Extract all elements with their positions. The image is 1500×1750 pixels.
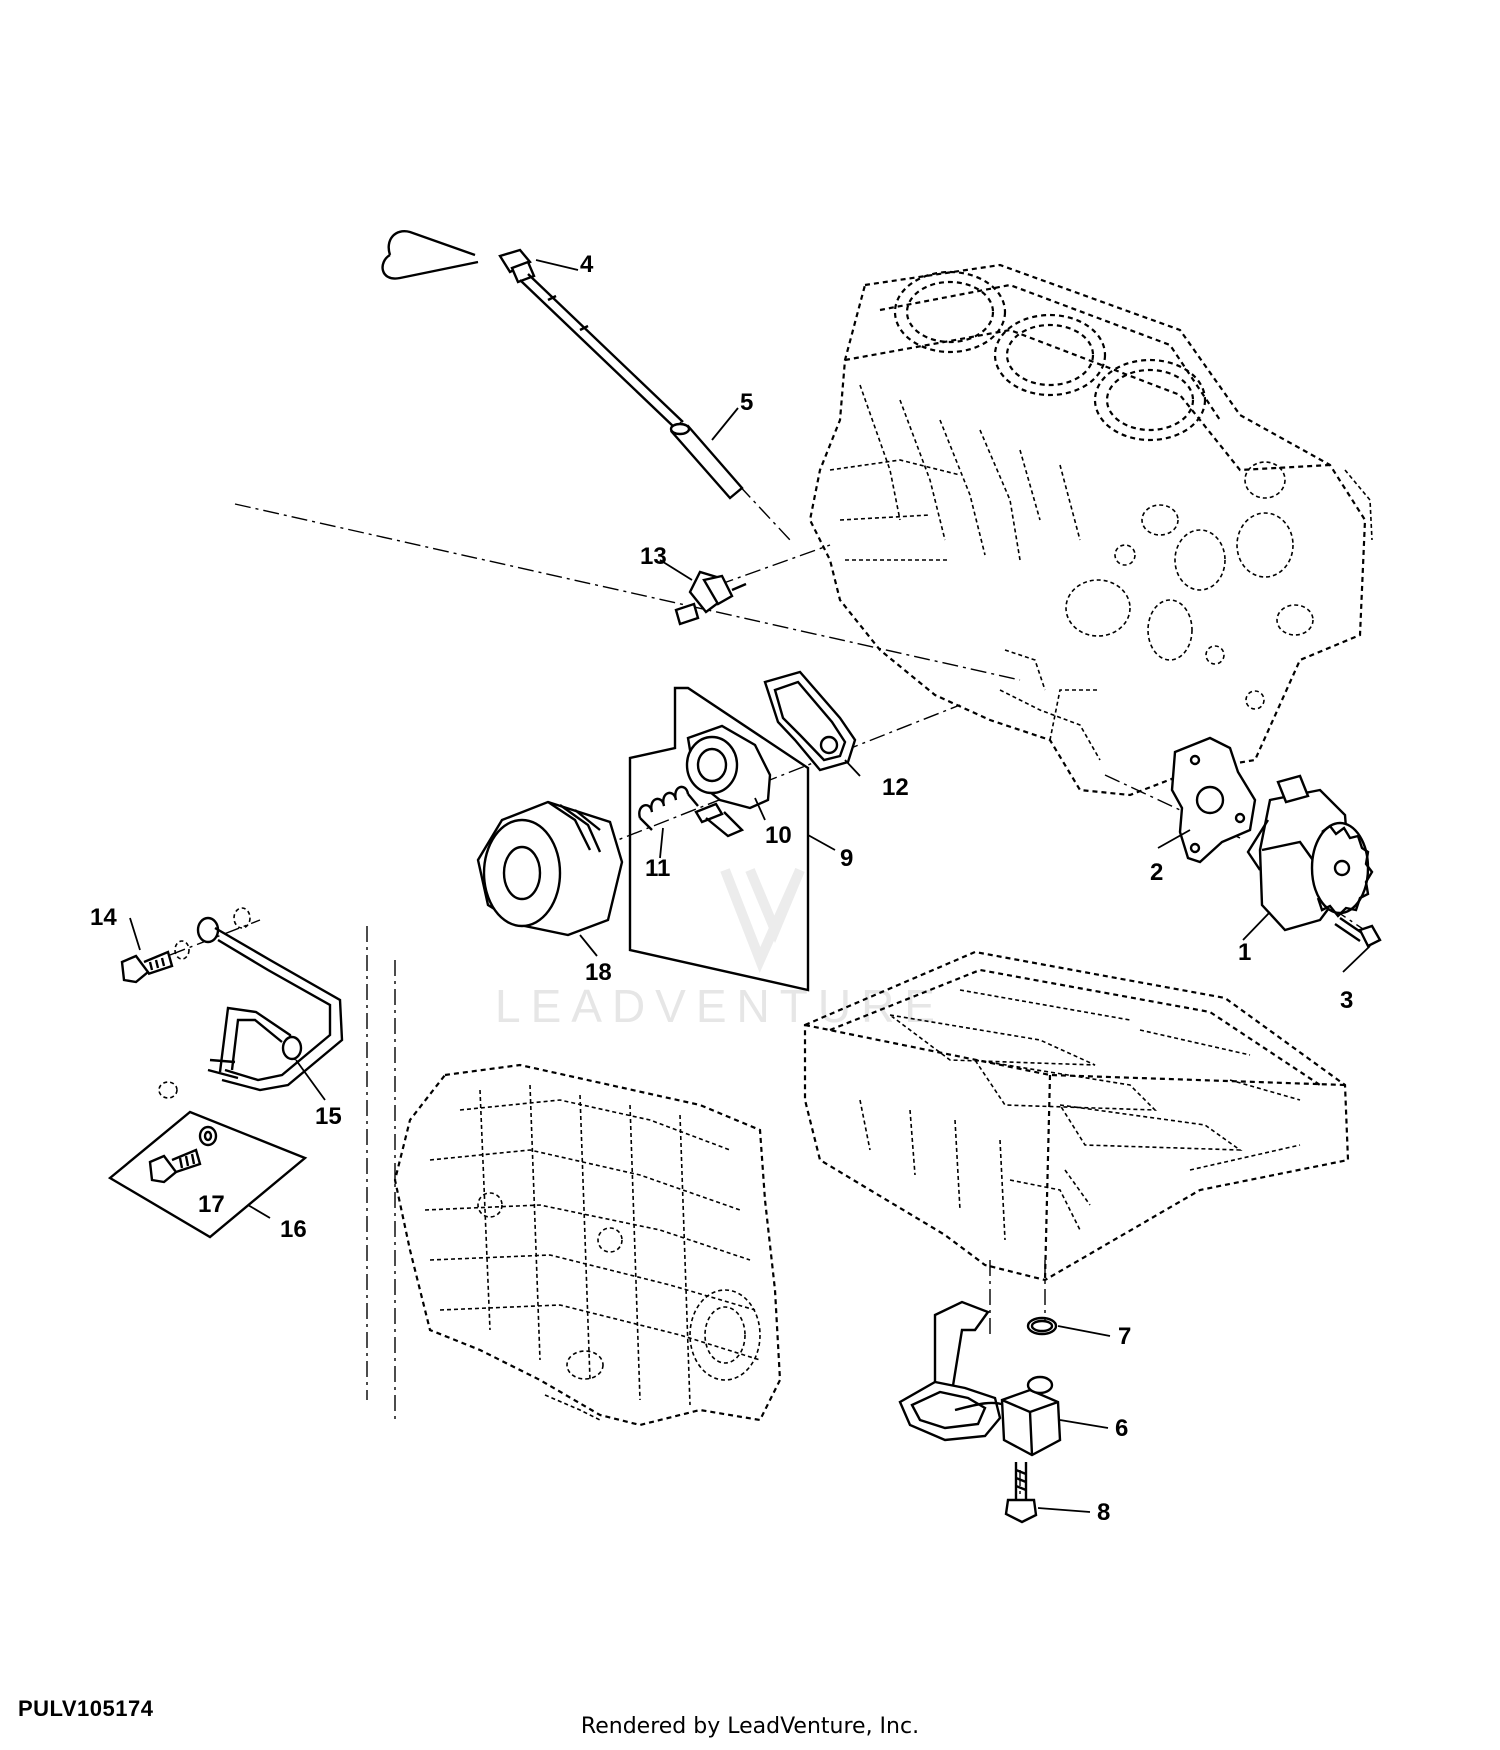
- render-credit: Rendered by LeadVenture, Inc.: [580, 1714, 920, 1739]
- oil-pan-phantom: [803, 950, 1350, 1282]
- callout-14: 14: [90, 904, 117, 931]
- oil-pump-part-1: [1246, 774, 1374, 932]
- callout-12: 12: [882, 774, 909, 801]
- leader-lines: [129, 259, 1371, 1513]
- gasket-part-12: [763, 670, 857, 772]
- callout-2: 2: [1150, 859, 1163, 886]
- dipstick-part-4: [381, 230, 684, 429]
- injection-pump-phantom: [393, 1063, 782, 1427]
- watermark-text: LEADVENTURE: [495, 980, 945, 1032]
- oil-filter-part-18: [476, 800, 624, 937]
- banjo-kit-part-16: [107, 1110, 308, 1239]
- callout-labels: 1 2 3 4 5 6 7 8 9 10 11 12 13 14 15 16 1…: [90, 251, 1353, 1526]
- callout-8: 8: [1097, 1499, 1110, 1526]
- callout-5: 5: [740, 389, 753, 416]
- callout-16: 16: [280, 1216, 307, 1243]
- callout-17: 17: [198, 1191, 225, 1218]
- filter-base-part-10: [685, 724, 772, 838]
- dipstick-tube-part-5: [669, 422, 744, 500]
- oil-filter-base-kit-part-9: [628, 686, 810, 992]
- callout-4: 4: [580, 251, 594, 278]
- assembly-centerlines: [169, 421, 1376, 1520]
- callout-10: 10: [765, 822, 792, 849]
- oil-strainer-part-6: [898, 1300, 1062, 1457]
- relief-spring-part-11: [638, 785, 699, 831]
- pump-gasket-part-2: [1170, 736, 1257, 864]
- callout-18: 18: [585, 959, 612, 986]
- callout-7: 7: [1118, 1323, 1131, 1350]
- watermark-logo: [720, 867, 805, 974]
- engine-block-phantom: [808, 263, 1373, 797]
- o-ring-part-7: [1026, 1316, 1058, 1336]
- callout-9: 9: [840, 845, 853, 872]
- callout-15: 15: [315, 1103, 342, 1130]
- callout-6: 6: [1115, 1415, 1128, 1442]
- callout-13: 13: [640, 543, 667, 570]
- oil-line-part-15: [158, 907, 344, 1099]
- callout-3: 3: [1340, 987, 1353, 1014]
- bolt-part-8: [1004, 1462, 1038, 1524]
- bolt-part-3: [1334, 917, 1382, 948]
- callout-1: 1: [1238, 939, 1251, 966]
- callout-11: 11: [645, 855, 670, 882]
- banjo-bolt-part-17: [148, 1125, 218, 1184]
- banjo-bolt-part-14: [120, 940, 190, 984]
- figure-id: PULV105174: [18, 1696, 154, 1721]
- oil-pressure-switch-part-13: [674, 570, 747, 626]
